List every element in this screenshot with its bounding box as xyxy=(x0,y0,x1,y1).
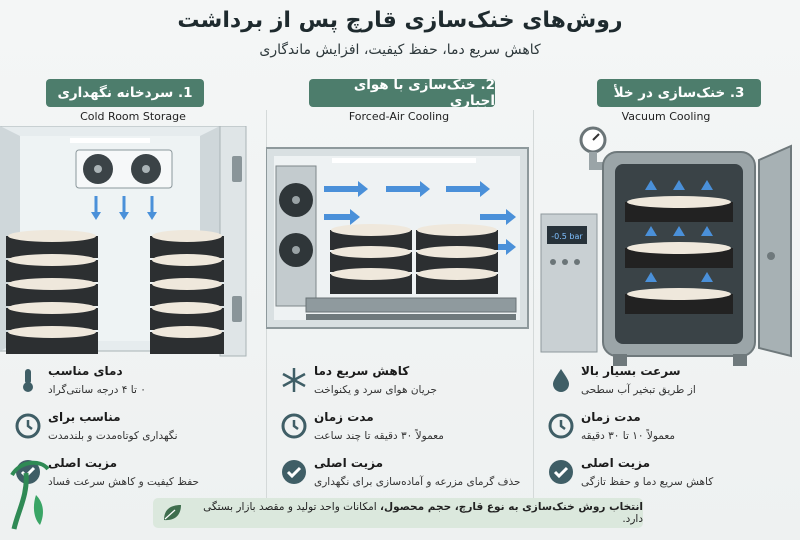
mushroom-crate-stack-right xyxy=(150,230,224,354)
check-icon xyxy=(282,460,306,484)
feature-title: مدت زمان xyxy=(581,410,641,424)
feature-desc: ۰ تا ۴ درجه سانتی‌گراد xyxy=(48,384,146,396)
method-badge: 2. خنک‌سازی با هوای اجباری xyxy=(309,77,495,109)
method-english-name: Forced-Air Cooling xyxy=(348,110,450,123)
chamber-door xyxy=(758,144,792,358)
feature-suitable-for: مناسب برای نگهداری کوتاه‌مدت و بلندمدت xyxy=(0,410,266,458)
feature-desc: معمولاً ۱۰ تا ۳۰ دقیقه xyxy=(581,430,676,442)
page-title: روش‌های خنک‌سازی قارچ پس از برداشت xyxy=(177,8,623,33)
feature-desc: جریان هوای سرد و یکنواخت xyxy=(314,384,437,396)
feature-desc: معمولاً ۳۰ دقیقه تا چند ساعت xyxy=(314,430,444,442)
cold-room-illustration xyxy=(0,126,247,357)
feature-main-benefit: مزیت اصلی حفظ کیفیت و کاهش سرعت فساد xyxy=(0,456,266,504)
feature-title: مزیت اصلی xyxy=(581,456,651,470)
feature-duration: مدت زمان معمولاً ۱۰ تا ۳۰ دقیقه xyxy=(533,410,799,458)
feature-desc: کاهش سریع دما و حفظ تازگی xyxy=(581,476,714,488)
vapor-arrows xyxy=(645,180,713,282)
feature-title: مدت زمان xyxy=(314,410,374,424)
page-subtitle: کاهش سریع دما، حفظ کیفیت، افزایش ماندگار… xyxy=(259,42,541,58)
feature-title: کاهش سریع دما xyxy=(314,364,410,378)
droplet-icon xyxy=(553,369,569,392)
door-handle xyxy=(232,156,242,182)
feature-fast-cooling: کاهش سریع دما جریان هوای سرد و یکنواخت xyxy=(266,364,532,412)
feature-title: مزیت اصلی xyxy=(314,456,384,470)
feature-main-benefit: مزیت اصلی کاهش سریع دما و حفظ تازگی xyxy=(533,456,799,504)
column-divider xyxy=(533,110,534,510)
clock-icon xyxy=(548,413,574,439)
footer-note-text: امکانات واحد تولید و مقصد بازار بستگی دا… xyxy=(203,501,643,525)
feature-high-speed: سرعت بسیار بالا از طریق تبخیر آب سطحی xyxy=(533,364,799,412)
feature-title: مزیت اصلی xyxy=(48,456,118,470)
leaf-icon xyxy=(164,505,181,521)
feature-desc: نگهداری کوتاه‌مدت و بلندمدت xyxy=(48,430,178,442)
feature-title: سرعت بسیار بالا xyxy=(581,364,681,378)
cold-air-arrows xyxy=(91,196,157,220)
feature-desc: از طریق تبخیر آب سطحی xyxy=(581,384,696,396)
vacuum-cooler-illustration: -0.5 bar xyxy=(540,126,792,366)
brand-logo xyxy=(10,460,50,530)
clock-icon xyxy=(281,413,307,439)
pressure-display-value: -0.5 bar xyxy=(551,232,583,241)
method-cold-room: 1. سردخانه نگهداری Cold Room Storage xyxy=(0,76,266,512)
method-forced-air: 2. خنک‌سازی با هوای اجباری Forced-Air Co… xyxy=(266,76,532,512)
clock-icon xyxy=(15,413,41,439)
fan-panel xyxy=(275,165,317,307)
check-icon xyxy=(549,460,573,484)
feature-temperature: دمای مناسب ۰ تا ۴ درجه سانتی‌گراد xyxy=(0,364,266,412)
pressure-gauge xyxy=(579,126,607,154)
footer-note-bold: انتخاب روش خنک‌سازی به نوع قارچ، حجم محص… xyxy=(380,501,643,513)
roller-conveyor xyxy=(305,297,517,313)
door-handle xyxy=(232,296,242,322)
method-english-name: Vacuum Cooling xyxy=(621,110,711,123)
method-badge: 3. خنک‌سازی در خلأ xyxy=(597,79,761,107)
method-english-name: Cold Room Storage xyxy=(80,110,186,123)
snowflake-icon xyxy=(282,368,306,392)
feature-title: دمای مناسب xyxy=(48,364,123,378)
thermometer-icon xyxy=(23,369,33,392)
pressure-display xyxy=(547,226,587,244)
feature-main-benefit: مزیت اصلی حذف گرمای مزرعه و آماده‌سازی ب… xyxy=(266,456,532,504)
footer-note: انتخاب روش خنک‌سازی به نوع قارچ، حجم محص… xyxy=(153,498,643,528)
feature-desc: حذف گرمای مزرعه و آماده‌سازی برای نگهدار… xyxy=(314,476,521,488)
mushroom-trays xyxy=(625,196,733,314)
evaporator-unit xyxy=(75,149,173,189)
mushroom-crate-stack-left xyxy=(6,230,98,354)
method-badge: 1. سردخانه نگهداری xyxy=(46,79,204,107)
mushroom-crates xyxy=(330,224,498,294)
method-vacuum: 3. خنک‌سازی در خلأ Vacuum Cooling -0.5 b… xyxy=(533,76,799,512)
feature-title: مناسب برای xyxy=(48,410,121,424)
forced-air-illustration xyxy=(266,147,529,329)
feature-duration: مدت زمان معمولاً ۳۰ دقیقه تا چند ساعت xyxy=(266,410,532,458)
feature-desc: حفظ کیفیت و کاهش سرعت فساد xyxy=(48,476,200,488)
